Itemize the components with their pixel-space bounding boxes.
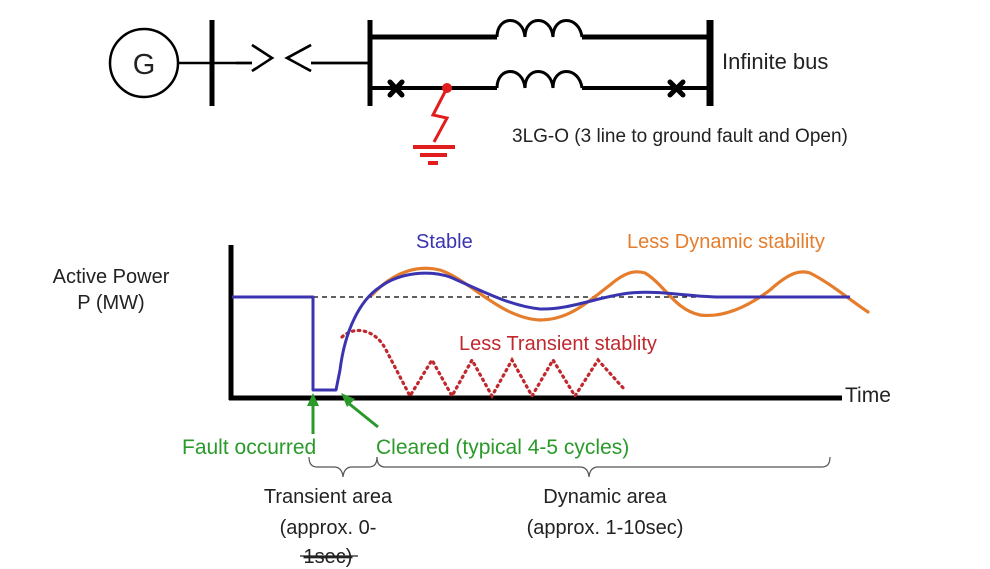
- transient-area-range-1: (approx. 0-: [280, 517, 377, 539]
- transient-area-range-2: 1sec): [304, 546, 353, 568]
- x-axis-label: Time: [845, 384, 891, 407]
- breaker-open-icon: [387, 79, 405, 98]
- infinite-bus-label: Infinite bus: [722, 49, 828, 74]
- annotation-fault-occurred: Fault occurred: [182, 436, 316, 459]
- upper-line-inductor: [495, 19, 584, 38]
- dynamic-area-title: Dynamic area: [543, 486, 667, 508]
- generator-label: G: [133, 49, 156, 81]
- annotation-cleared: Cleared (typical 4-5 cycles): [376, 436, 629, 459]
- series-label-less-transient: Less Transient stablity: [459, 333, 657, 355]
- series-stable: [232, 271, 850, 392]
- fault-to-ground-icon: [413, 83, 455, 165]
- series-less-transient-stability: [340, 328, 627, 400]
- dynamic-area-range: (approx. 1-10sec): [527, 517, 684, 539]
- fault-type-label: 3LG-O (3 line to ground fault and Open): [512, 126, 848, 147]
- cleared-arrow: [341, 393, 379, 429]
- fault-occurred-arrow: [307, 393, 319, 434]
- dynamic-area-brace: [376, 456, 831, 478]
- y-axis-label-line2: P (MW): [77, 292, 144, 314]
- breaker-open-icon: [667, 79, 686, 98]
- power-chart: Active Power P (MW) Time Stable Less Dyn…: [53, 231, 891, 568]
- y-axis-label-line1: Active Power: [53, 266, 170, 288]
- lower-line-inductor: [495, 70, 584, 89]
- transient-area-brace: [308, 456, 378, 478]
- circuit-diagram: G: [108, 19, 714, 106]
- transient-area-title: Transient area: [264, 486, 393, 508]
- series-label-stable: Stable: [416, 231, 473, 253]
- series-label-less-dynamic: Less Dynamic stability: [627, 231, 825, 253]
